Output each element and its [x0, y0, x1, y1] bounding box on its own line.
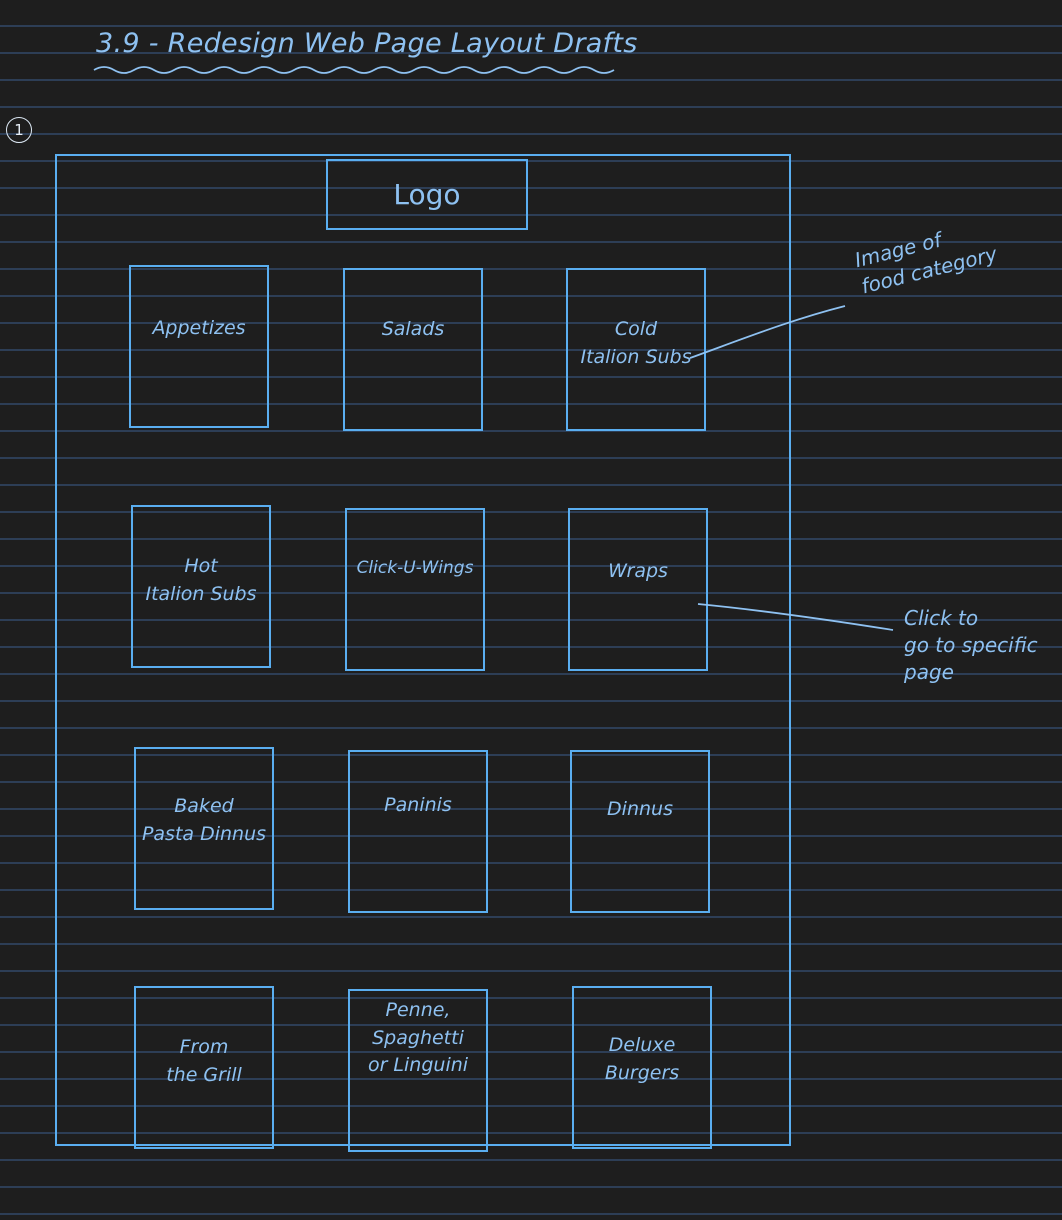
annotation-image-note: Image of food category [852, 227, 1000, 299]
tile-label: Appetizes [152, 317, 246, 339]
page-title: 3.9 - Redesign Web Page Layout Drafts [96, 28, 638, 59]
annotation-click-note: Click to go to specific page [904, 606, 1038, 684]
logo-placeholder: Logo [326, 159, 528, 230]
tile-label: Salads [381, 318, 445, 340]
tile-deluxe-burgers[interactable]: Deluxe Burgers [572, 986, 712, 1149]
tile-label: Paninis [384, 794, 452, 816]
tile-from-the-grill[interactable]: From the Grill [134, 986, 274, 1149]
logo-label: Logo [393, 178, 461, 211]
tile-pasta-options[interactable]: Penne, Spaghetti or Linguini [348, 989, 488, 1152]
draft-number-badge: 1 [6, 117, 32, 143]
tile-click-u-wings[interactable]: Click-U-Wings [345, 508, 485, 671]
tile-cold-italian-subs[interactable]: Cold Italion Subs [566, 268, 706, 431]
tile-hot-italian-subs[interactable]: Hot Italion Subs [131, 505, 271, 668]
tile-label: Click-U-Wings [356, 558, 474, 578]
tile-label: Deluxe Burgers [604, 1034, 680, 1084]
tile-dinners[interactable]: Dinnus [570, 750, 710, 913]
tile-label: Cold Italion Subs [580, 318, 692, 368]
tile-label: Baked Pasta Dinnus [141, 795, 267, 845]
page-wireframe-frame [55, 154, 791, 1146]
tile-label: Penne, Spaghetti or Linguini [367, 999, 469, 1077]
tile-label: Wraps [608, 560, 668, 582]
title-underline [93, 66, 615, 74]
tile-salads[interactable]: Salads [343, 268, 483, 431]
tile-wraps[interactable]: Wraps [568, 508, 708, 671]
tile-label: From the Grill [166, 1036, 242, 1086]
tile-paninis[interactable]: Paninis [348, 750, 488, 913]
tile-baked-pasta-dinners[interactable]: Baked Pasta Dinnus [134, 747, 274, 910]
tile-label: Hot Italion Subs [145, 555, 257, 605]
tile-label: Dinnus [607, 798, 673, 820]
tile-appetizers[interactable]: Appetizes [129, 265, 269, 428]
